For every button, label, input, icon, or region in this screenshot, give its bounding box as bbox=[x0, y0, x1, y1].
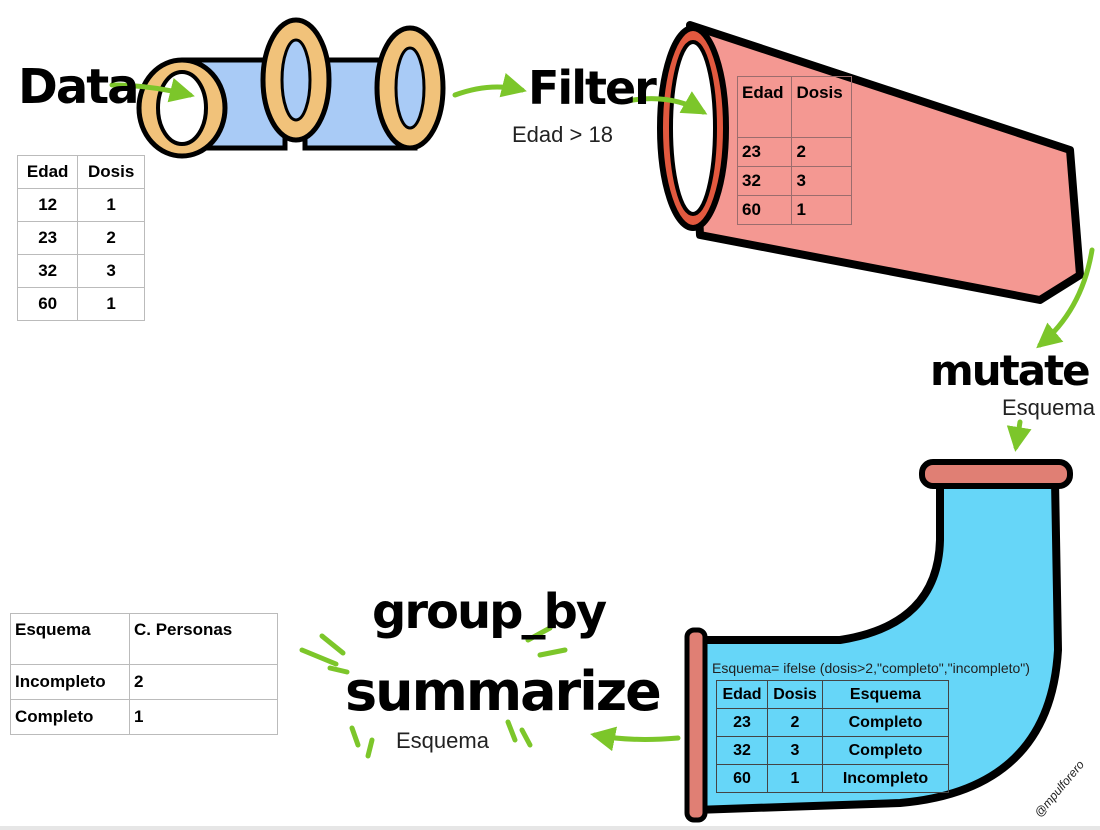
table-cell: 1 bbox=[791, 195, 852, 225]
table-row: Completo 1 bbox=[10, 699, 278, 735]
header-cell: C. Personas bbox=[129, 613, 278, 665]
table-row: 23 2 bbox=[16, 221, 145, 255]
header-cell: Dosis bbox=[77, 155, 145, 189]
group-by-label: group_by bbox=[372, 584, 607, 640]
table-cell: 1 bbox=[77, 287, 145, 321]
flow-arrows bbox=[109, 73, 1095, 752]
table-cell: Completo bbox=[10, 699, 130, 735]
table-cell: 23 bbox=[16, 221, 79, 255]
table-header-row: Edad Dosis bbox=[16, 155, 145, 189]
table-cell: 32 bbox=[716, 736, 768, 765]
table-cell: 1 bbox=[129, 699, 278, 735]
table-row: Incompleto 2 bbox=[10, 664, 278, 700]
data-step-label: Data bbox=[18, 59, 138, 115]
summarize-label: summarize bbox=[345, 660, 660, 723]
table-row: 60 1 Incompleto bbox=[716, 764, 949, 793]
data-pipe bbox=[136, 17, 446, 159]
table-cell: 32 bbox=[16, 254, 79, 288]
table-cell: 23 bbox=[736, 137, 793, 167]
table-row: 60 1 bbox=[16, 287, 145, 321]
summarize-variable: Esquema bbox=[396, 728, 490, 753]
header-cell: Esquema bbox=[822, 680, 949, 709]
table-cell: 1 bbox=[767, 764, 823, 793]
table-cell: Completo bbox=[822, 736, 949, 765]
table-row: 32 3 bbox=[736, 166, 852, 196]
table-cell: 1 bbox=[77, 188, 145, 222]
table-cell: 3 bbox=[767, 736, 823, 765]
header-cell: Esquema bbox=[10, 613, 130, 665]
table-row: 23 2 bbox=[736, 137, 852, 167]
sparkle-strokes bbox=[299, 625, 568, 759]
mutate-variable: Esquema bbox=[1002, 395, 1096, 420]
table-cell: 2 bbox=[77, 221, 145, 255]
table-row: 60 1 bbox=[736, 195, 852, 225]
mutate-table: Edad Dosis Esquema 23 2 Completo 32 3 Co… bbox=[716, 680, 949, 793]
table-cell: 23 bbox=[716, 708, 768, 737]
filter-condition: Edad > 18 bbox=[512, 122, 613, 147]
table-header-row: Edad Dosis Esquema bbox=[716, 680, 949, 709]
table-cell: 60 bbox=[736, 195, 793, 225]
table-cell: Completo bbox=[822, 708, 949, 737]
table-cell: 32 bbox=[736, 166, 793, 196]
table-cell: 60 bbox=[16, 287, 79, 321]
header-cell: Edad bbox=[16, 155, 79, 189]
table-cell: Incompleto bbox=[822, 764, 949, 793]
table-cell: Incompleto bbox=[10, 664, 130, 700]
filter-table: Edad Dosis 23 2 32 3 60 1 bbox=[736, 76, 852, 225]
filter-pipe bbox=[657, 21, 1084, 304]
table-cell: 60 bbox=[716, 764, 768, 793]
table-cell: 3 bbox=[791, 166, 852, 196]
table-header-row: Esquema C. Personas bbox=[10, 613, 278, 665]
header-cell: Edad bbox=[736, 76, 793, 138]
filter-step-label: Filter bbox=[528, 61, 657, 115]
table-row: 23 2 Completo bbox=[716, 708, 949, 737]
table-cell: 3 bbox=[77, 254, 145, 288]
header-cell: Dosis bbox=[791, 76, 852, 138]
header-cell: Dosis bbox=[767, 680, 823, 709]
table-cell: 2 bbox=[767, 708, 823, 737]
data-table: Edad Dosis 12 1 23 2 32 3 60 1 bbox=[16, 155, 145, 321]
bottom-border bbox=[0, 826, 1100, 830]
table-cell: 2 bbox=[791, 137, 852, 167]
table-row: 32 3 bbox=[16, 254, 145, 288]
table-cell: 12 bbox=[16, 188, 79, 222]
header-cell: Edad bbox=[716, 680, 768, 709]
table-row: 12 1 bbox=[16, 188, 145, 222]
mutate-step-label: mutate bbox=[930, 346, 1089, 395]
author-signature: @mpulforero bbox=[1032, 757, 1088, 820]
table-row: 32 3 Completo bbox=[716, 736, 949, 765]
mutate-formula: Esquema= ifelse (dosis>2,"completo","inc… bbox=[712, 660, 1030, 676]
table-cell: 2 bbox=[129, 664, 278, 700]
table-header-row: Edad Dosis bbox=[736, 76, 852, 138]
summary-table: Esquema C. Personas Incompleto 2 Complet… bbox=[10, 613, 278, 735]
